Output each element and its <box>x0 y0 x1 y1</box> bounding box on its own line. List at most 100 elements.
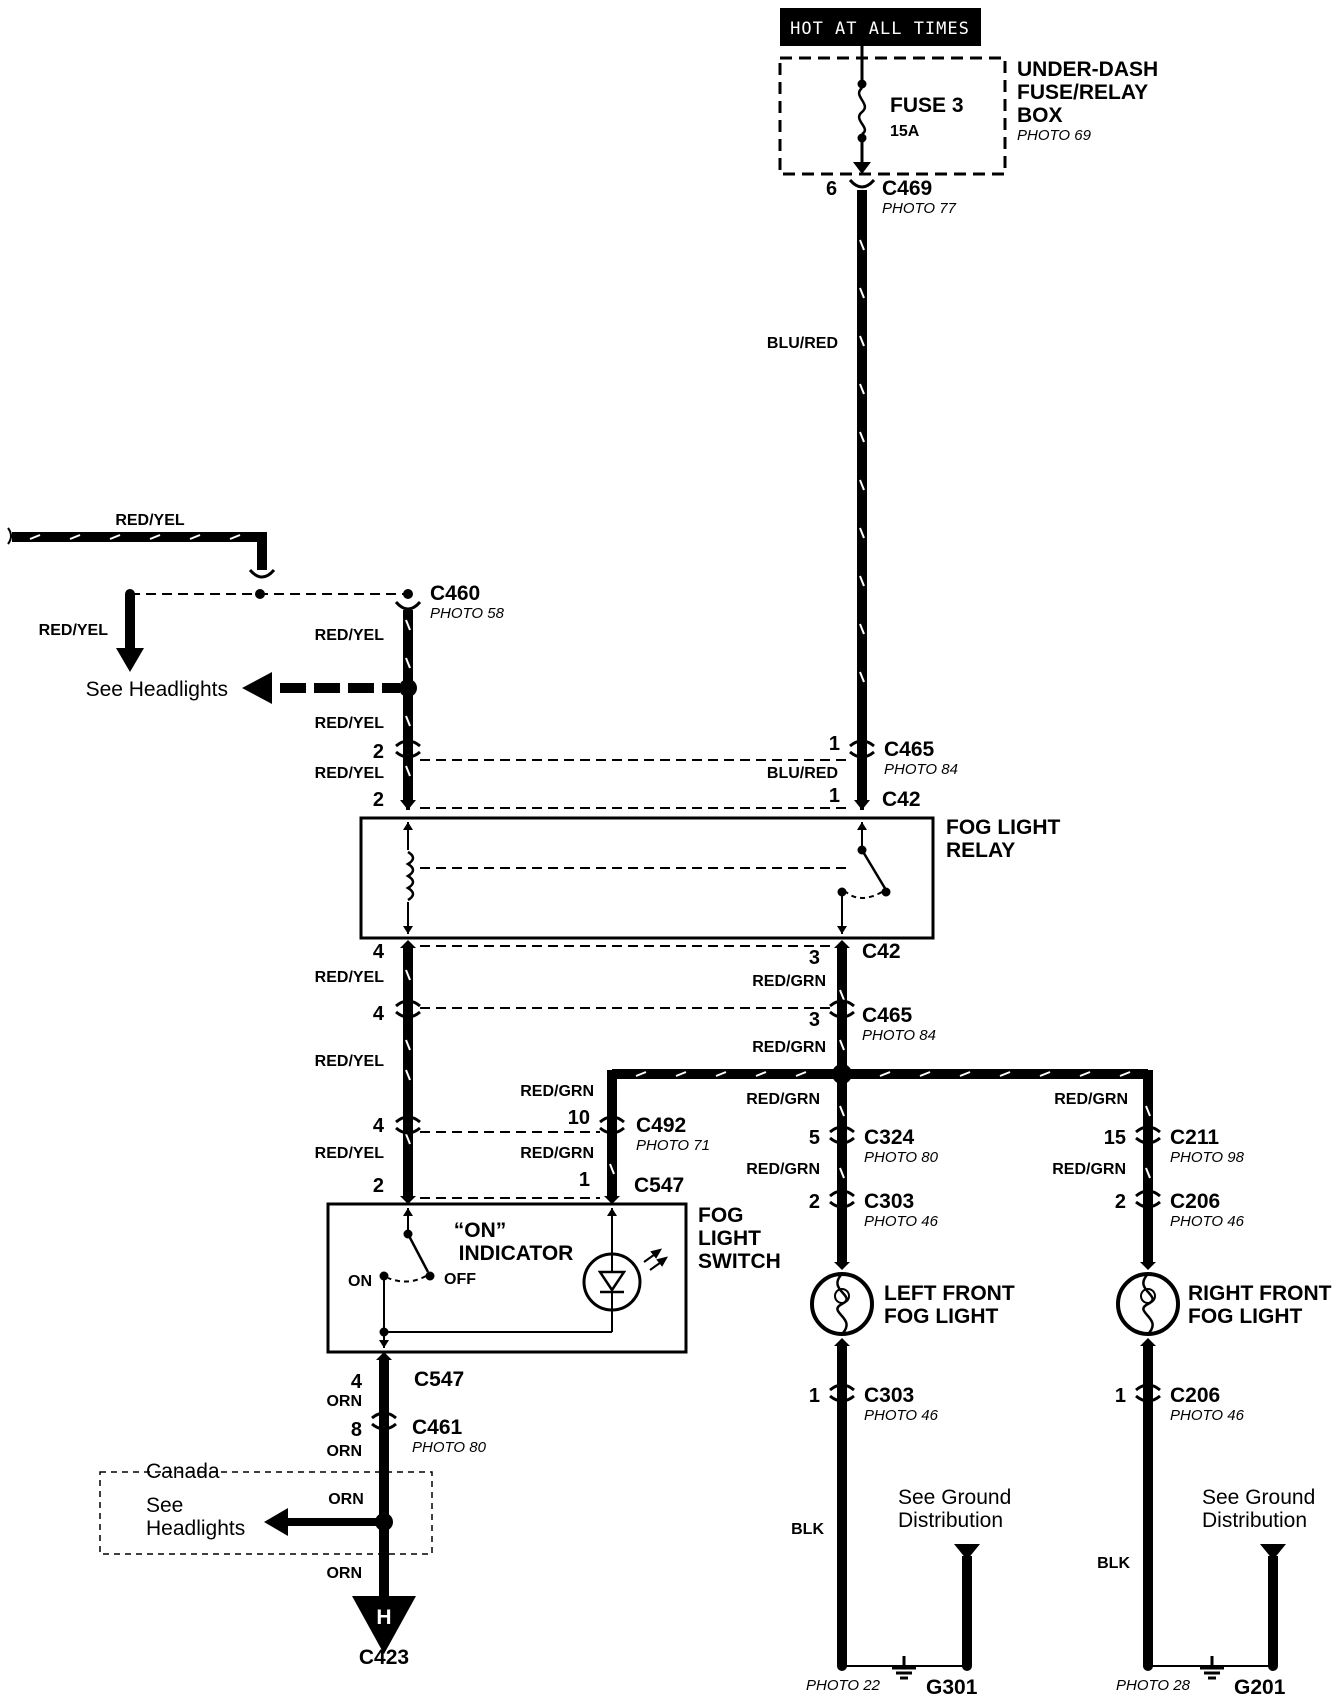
canada-headlights-arrow <box>264 1508 288 1536</box>
c42-bottom-pin-right: 3 <box>809 947 820 969</box>
indicator-title-1: “ON” <box>454 1219 507 1242</box>
relay-switch-arm <box>860 849 888 891</box>
blk-right-label: BLK <box>1097 1555 1130 1572</box>
c547-top-pin-right: 1 <box>579 1169 590 1191</box>
orn-label-2: ORN <box>326 1443 362 1460</box>
relay-title-2: RELAY <box>946 839 1015 862</box>
fuse-box-title-1: UNDER-DASH <box>1017 58 1158 81</box>
c461-pin: 8 <box>351 1419 362 1441</box>
c547-top-pin-left: 2 <box>373 1175 384 1197</box>
red-grn-label-switch: RED/GRN <box>520 1083 594 1100</box>
right-distribution: Distribution <box>1202 1509 1307 1532</box>
c211-name: C211 <box>1170 1126 1219 1149</box>
red-yel-label-3: RED/YEL <box>315 765 385 782</box>
red-grn-label-3: RED/GRN <box>520 1145 594 1162</box>
fuse-box-photo: PHOTO 69 <box>1017 127 1092 144</box>
red-yel-label-5: RED/YEL <box>315 1053 385 1070</box>
c460-photo: PHOTO 58 <box>430 605 505 622</box>
c303-top-name: C303 <box>864 1190 914 1213</box>
red-grn-right-label-1: RED/GRN <box>1054 1091 1128 1108</box>
switch-title-1: FOG <box>698 1204 744 1227</box>
fuse-rating: 15A <box>890 123 920 140</box>
red-grn-right-label-2: RED/GRN <box>1052 1161 1126 1178</box>
c492-name: C492 <box>636 1114 686 1137</box>
c492-photo: PHOTO 71 <box>636 1137 710 1154</box>
c324-photo: PHOTO 80 <box>864 1149 939 1166</box>
c460-name: C460 <box>430 582 480 605</box>
red-grn-label-2: RED/GRN <box>752 1039 826 1056</box>
orn-label-canada: ORN <box>328 1491 364 1508</box>
see-headlights-text: See Headlights <box>86 678 228 701</box>
switch-title-2: LIGHT <box>698 1227 761 1250</box>
c423-symbol: H <box>376 1606 391 1629</box>
switch-lever <box>406 1233 430 1273</box>
c465-bottom-photo: PHOTO 84 <box>862 1027 936 1044</box>
c42-top-pin-right: 1 <box>829 785 840 807</box>
c206-bottom-pin: 1 <box>1115 1385 1126 1407</box>
switch-on-label: ON <box>348 1273 372 1290</box>
canada-headlights-label: Headlights <box>146 1517 245 1540</box>
c547-bottom-pin: 4 <box>351 1371 363 1393</box>
fuse-3-symbol <box>857 87 867 136</box>
c206-top-name: C206 <box>1170 1190 1220 1213</box>
relay-title-1: FOG LIGHT <box>946 816 1060 839</box>
left-fog-title-1: LEFT FRONT <box>884 1282 1015 1305</box>
c492-pin-left: 4 <box>373 1115 385 1137</box>
canada-label: Canada <box>146 1460 220 1483</box>
indicator-title-2: INDICATOR <box>459 1242 574 1265</box>
c423-name: C423 <box>359 1646 409 1669</box>
red-yel-label-6: RED/YEL <box>315 1145 385 1162</box>
light-emission-icon <box>643 1248 669 1271</box>
c461-photo: PHOTO 80 <box>412 1439 487 1456</box>
see-headlights-arrow <box>242 672 272 704</box>
c42-bottom-name: C42 <box>862 940 901 963</box>
c547-bottom-name: C547 <box>414 1368 464 1391</box>
right-see-ground: See Ground <box>1202 1486 1315 1509</box>
orn-label-1: ORN <box>326 1393 362 1410</box>
switch-off-label: OFF <box>444 1271 476 1288</box>
c465-top-photo: PHOTO 84 <box>884 761 958 778</box>
ground-symbol-left <box>892 1656 916 1680</box>
c206-top-photo: PHOTO 46 <box>1170 1213 1245 1230</box>
ground-symbol-right <box>1200 1656 1224 1680</box>
c303-bottom-photo: PHOTO 46 <box>864 1407 939 1424</box>
c211-pin: 15 <box>1104 1127 1126 1149</box>
c206-top-pin: 2 <box>1115 1191 1126 1213</box>
red-yel-label-1: RED/YEL <box>315 627 385 644</box>
led-symbol <box>597 1270 627 1293</box>
g201-photo: PHOTO 28 <box>1116 1677 1191 1694</box>
c42-top-pin-left: 2 <box>373 789 384 811</box>
c469-pin: 6 <box>826 178 837 200</box>
c303-top-photo: PHOTO 46 <box>864 1213 939 1230</box>
see-headlights-down-arrow <box>116 648 144 672</box>
c324-name: C324 <box>864 1126 915 1149</box>
canada-option-box <box>99 1471 433 1555</box>
c303-bottom-pin: 1 <box>809 1385 820 1407</box>
fog-light-relay <box>359 816 935 940</box>
fog-light-switch <box>326 1202 688 1354</box>
left-see-ground: See Ground <box>898 1486 1011 1509</box>
g301-name: G301 <box>926 1676 978 1699</box>
c42-bottom-pin-left: 4 <box>373 941 385 963</box>
red-grn-left-label-2: RED/GRN <box>746 1161 820 1178</box>
right-fog-title-2: FOG LIGHT <box>1188 1305 1302 1328</box>
orn-label-3: ORN <box>326 1565 362 1582</box>
c465-top-name: C465 <box>884 738 935 761</box>
c211-photo: PHOTO 98 <box>1170 1149 1245 1166</box>
c423-arrow <box>352 1596 416 1654</box>
relay-coil <box>405 850 415 902</box>
red-grn-label-1: RED/GRN <box>752 973 826 990</box>
red-yel-input-label: RED/YEL <box>115 512 185 529</box>
fuse-box-title-2: FUSE/RELAY <box>1017 81 1148 104</box>
c206-bottom-photo: PHOTO 46 <box>1170 1407 1245 1424</box>
red-yel-left-label: RED/YEL <box>39 622 109 639</box>
blu-red-label-2: BLU/RED <box>767 765 838 782</box>
g201-name: G201 <box>1234 1676 1286 1699</box>
left-distribution: Distribution <box>898 1509 1003 1532</box>
c303-bottom-name: C303 <box>864 1384 914 1407</box>
c465-top-pin-right: 1 <box>829 733 840 755</box>
c42-top-name: C42 <box>882 788 921 811</box>
c303-top-pin: 2 <box>809 1191 820 1213</box>
hot-at-all-times-badge <box>780 8 981 46</box>
